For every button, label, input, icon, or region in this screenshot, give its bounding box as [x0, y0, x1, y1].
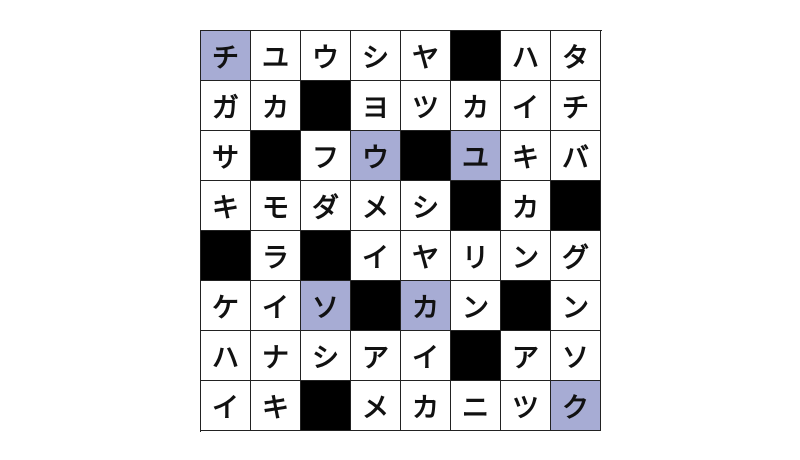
letter-cell[interactable]: ユ — [251, 31, 301, 81]
crossword-grid: チユウシヤハタガカヨツカイチサフウユキバキモダメシカライヤリングケイソカンンハナ… — [200, 30, 602, 432]
letter-cell[interactable]: メ — [351, 381, 401, 431]
black-cell — [551, 181, 601, 231]
letter-cell[interactable]: ヤ — [401, 31, 451, 81]
letter-cell[interactable]: ガ — [201, 81, 251, 131]
black-cell — [301, 231, 351, 281]
letter-cell[interactable]: イ — [251, 281, 301, 331]
black-cell — [301, 81, 351, 131]
letter-cell[interactable]: ニ — [451, 381, 501, 431]
letter-cell[interactable]: ケ — [201, 281, 251, 331]
letter-cell[interactable]: シ — [351, 31, 401, 81]
black-cell — [301, 381, 351, 431]
letter-cell[interactable]: ラ — [251, 231, 301, 281]
highlighted-letter-cell[interactable]: チ — [201, 31, 251, 81]
highlighted-letter-cell[interactable]: ソ — [301, 281, 351, 331]
black-cell — [351, 281, 401, 331]
letter-cell[interactable]: ア — [351, 331, 401, 381]
letter-cell[interactable]: グ — [551, 231, 601, 281]
letter-cell[interactable]: ン — [551, 281, 601, 331]
letter-cell[interactable]: キ — [201, 181, 251, 231]
letter-cell[interactable]: ン — [501, 231, 551, 281]
letter-cell[interactable]: ソ — [551, 331, 601, 381]
letter-cell[interactable]: カ — [251, 81, 301, 131]
black-cell — [501, 281, 551, 331]
highlighted-letter-cell[interactable]: カ — [401, 281, 451, 331]
black-cell — [451, 31, 501, 81]
letter-cell[interactable]: シ — [301, 331, 351, 381]
letter-cell[interactable]: ハ — [201, 331, 251, 381]
black-cell — [201, 231, 251, 281]
letter-cell[interactable]: モ — [251, 181, 301, 231]
letter-cell[interactable]: イ — [401, 331, 451, 381]
letter-cell[interactable]: ナ — [251, 331, 301, 381]
letter-cell[interactable]: カ — [451, 81, 501, 131]
letter-cell[interactable]: ヨ — [351, 81, 401, 131]
letter-cell[interactable]: ア — [501, 331, 551, 381]
letter-cell[interactable]: キ — [501, 131, 551, 181]
highlighted-letter-cell[interactable]: ウ — [351, 131, 401, 181]
black-cell — [251, 131, 301, 181]
letter-cell[interactable]: カ — [401, 381, 451, 431]
letter-cell[interactable]: ツ — [401, 81, 451, 131]
letter-cell[interactable]: フ — [301, 131, 351, 181]
letter-cell[interactable]: シ — [401, 181, 451, 231]
black-cell — [401, 131, 451, 181]
black-cell — [451, 331, 501, 381]
letter-cell[interactable]: タ — [551, 31, 601, 81]
letter-cell[interactable]: ン — [451, 281, 501, 331]
letter-cell[interactable]: リ — [451, 231, 501, 281]
letter-cell[interactable]: バ — [551, 131, 601, 181]
letter-cell[interactable]: ハ — [501, 31, 551, 81]
letter-cell[interactable]: サ — [201, 131, 251, 181]
letter-cell[interactable]: カ — [501, 181, 551, 231]
letter-cell[interactable]: チ — [551, 81, 601, 131]
letter-cell[interactable]: ヤ — [401, 231, 451, 281]
letter-cell[interactable]: ツ — [501, 381, 551, 431]
highlighted-letter-cell[interactable]: ユ — [451, 131, 501, 181]
letter-cell[interactable]: キ — [251, 381, 301, 431]
letter-cell[interactable]: イ — [201, 381, 251, 431]
letter-cell[interactable]: ダ — [301, 181, 351, 231]
letter-cell[interactable]: ウ — [301, 31, 351, 81]
letter-cell[interactable]: イ — [501, 81, 551, 131]
letter-cell[interactable]: メ — [351, 181, 401, 231]
highlighted-letter-cell[interactable]: ク — [551, 381, 601, 431]
black-cell — [451, 181, 501, 231]
letter-cell[interactable]: イ — [351, 231, 401, 281]
